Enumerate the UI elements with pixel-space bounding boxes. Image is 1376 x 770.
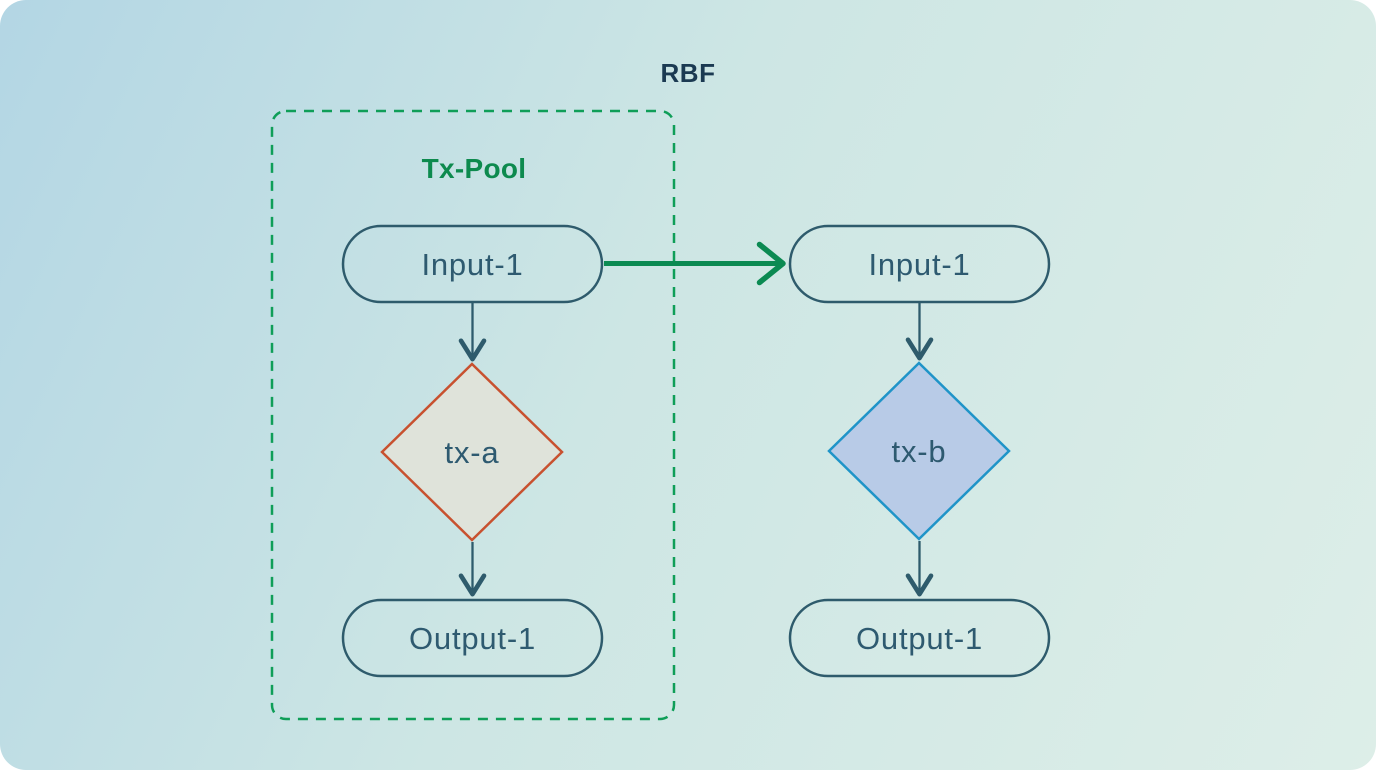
node-tx-b-label: tx-b	[892, 434, 947, 469]
node-pool-output	[341, 598, 604, 678]
node-tx-a	[380, 362, 564, 542]
node-replacement-input-label: Input-1	[868, 247, 970, 282]
node-replacement-output	[788, 598, 1051, 678]
tx-pool-label: Tx-Pool	[422, 153, 527, 184]
tx-pool-box	[270, 109, 676, 721]
node-replacement-input	[788, 224, 1051, 304]
node-tx-a-label: tx-a	[445, 435, 500, 470]
node-tx-b	[827, 361, 1011, 541]
node-pool-input	[341, 224, 604, 304]
node-pool-output-label: Output-1	[409, 621, 536, 656]
diagram-title: RBF	[661, 58, 716, 88]
node-replacement-output-label: Output-1	[856, 621, 983, 656]
node-pool-input-label: Input-1	[421, 247, 523, 282]
